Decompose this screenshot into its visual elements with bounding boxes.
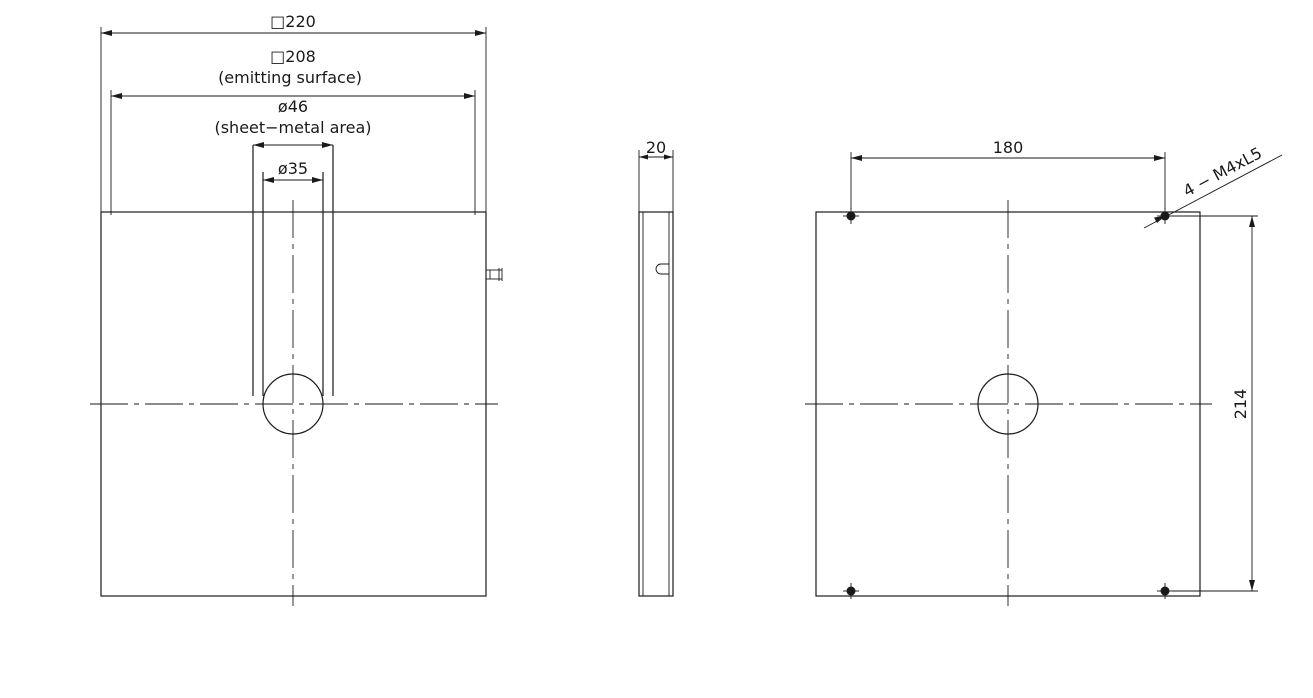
side-connector-notch bbox=[655, 263, 669, 275]
leader-line-holes bbox=[1143, 154, 1283, 229]
dim-outer-text: □220 bbox=[270, 12, 316, 31]
front-view: □220 □208 (emitting surface) ø46 (sheet−… bbox=[90, 12, 503, 606]
dim-height-text: 214 bbox=[1231, 389, 1250, 420]
label-sheet-metal-area: (sheet−metal area) bbox=[214, 118, 371, 137]
dim-thickness-text: 20 bbox=[646, 138, 666, 157]
front-circle bbox=[262, 373, 324, 435]
mounting-hole-bottom-left bbox=[843, 583, 859, 599]
connector-icon bbox=[486, 268, 503, 281]
back-view: 180 214 4 − M4xL5 bbox=[805, 138, 1283, 606]
dim-sheet-metal-text: ø46 bbox=[278, 97, 308, 116]
side-view: 20 bbox=[638, 138, 674, 597]
dim-emitting-text: □208 bbox=[270, 47, 316, 66]
mounting-hole-top-left bbox=[843, 208, 859, 224]
label-emitting-surface: (emitting surface) bbox=[218, 68, 362, 87]
dim-hole-spacing-text: 180 bbox=[993, 138, 1024, 157]
dim-inner-text: ø35 bbox=[278, 159, 308, 178]
back-circle bbox=[977, 373, 1039, 435]
side-outline bbox=[638, 211, 674, 597]
label-mounting-holes: 4 − M4xL5 bbox=[1180, 143, 1265, 200]
mounting-hole-bottom-right bbox=[1157, 583, 1173, 599]
